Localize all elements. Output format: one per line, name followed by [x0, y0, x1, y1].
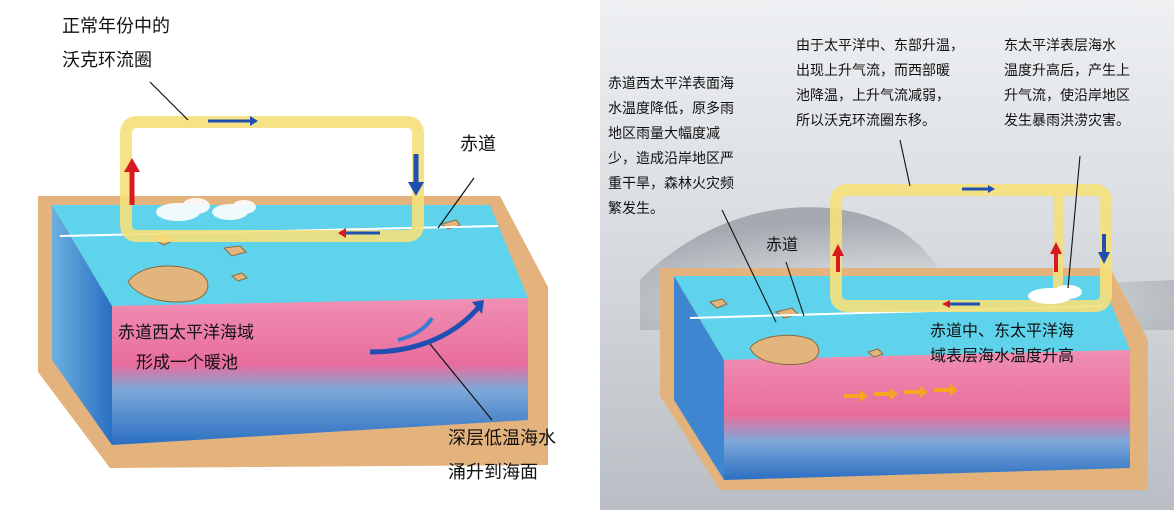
westward-lower-arrow-icon: [338, 228, 380, 238]
leader-line: [437, 177, 475, 229]
eastward-upper-arrow-icon: [208, 116, 258, 126]
el-nino-diagram: 赤道西太平洋表面海 水温度降低，原多雨 地区雨量大幅度减 少，造成沿岸地区严 重…: [600, 0, 1174, 510]
warm-pool-label: 赤道西太平洋海域 形成一个暖池: [118, 318, 254, 378]
walker-callout-line: 正常年份中的: [62, 16, 170, 37]
warming-line: 域表层海水温度升高: [930, 346, 1075, 365]
note-line: 温度升高后，产生上: [1004, 63, 1130, 79]
island: [230, 272, 248, 282]
sinking-air-arrow-icon: [1098, 234, 1110, 264]
rising-air-arrow-icon: [832, 244, 844, 272]
rising-air-arrow-icon: [1050, 242, 1062, 272]
warm-pool-layer: [112, 298, 528, 445]
west-pacific-note: 赤道西太平洋表面海 水温度降低，原多雨 地区雨量大幅度减 少，造成沿岸地区严 重…: [608, 72, 734, 222]
side-face: [52, 205, 112, 445]
note-line: 繁发生。: [608, 201, 664, 217]
shifted-walker-loop: [830, 184, 1112, 312]
leader-line: [899, 139, 911, 187]
upwelling-label: 深层低温海水 涌升到海面: [448, 422, 556, 490]
leader-line: [149, 81, 189, 121]
east-pacific-note: 东太平洋表层海水 温度升高后，产生上 升气流，使沿岸地区 发生暴雨洪涝灾害。: [1004, 34, 1130, 134]
australia-land: [127, 265, 209, 303]
note-line: 少，造成沿岸地区严: [608, 151, 734, 167]
leader-line: [1067, 155, 1081, 289]
upwelling-arrow-icon: [369, 306, 480, 355]
warming-label: 赤道中、东太平洋海 域表层海水温度升高: [930, 318, 1074, 368]
note-line: 地区雨量大幅度减: [608, 126, 720, 142]
island: [222, 245, 247, 257]
warm-pool-line: 形成一个暖池: [136, 353, 238, 373]
walker-circulation-loop: [120, 116, 424, 242]
normal-year-diagram: 正常年份中的 沃克环流圈 赤道 赤道西太平洋海域 形成一个暖池 深层低温海水 涌…: [38, 10, 556, 490]
australia-land: [749, 334, 820, 365]
warm-layer: [724, 350, 1130, 480]
el-nino-block: [640, 139, 1174, 490]
walker-callout-line: 沃克环流圈: [62, 50, 152, 71]
normal-year-block: [38, 81, 548, 468]
warm-current-arrows-icon: [844, 384, 958, 402]
note-line: 水温度降低，原多雨: [608, 101, 734, 117]
warming-line: 赤道中、东太平洋海: [930, 321, 1075, 340]
upwelling-arrowhead-icon: [472, 300, 484, 314]
note-line: 出现上升气流，而西部暖: [796, 63, 950, 79]
westward-lower-arrow-icon: [942, 300, 980, 308]
note-line: 升气流，使沿岸地区: [1004, 88, 1130, 104]
note-line: 发生暴雨洪涝灾害。: [1004, 113, 1130, 129]
island: [866, 348, 884, 358]
storm-cloud-icon: [1028, 285, 1082, 304]
side-face: [674, 276, 724, 480]
upwelling-arrow-icon: [397, 316, 434, 342]
note-line: 东太平洋表层海水: [1004, 38, 1116, 54]
note-line: 池降温，上升气流减弱，: [796, 88, 950, 104]
leader-line: [429, 343, 493, 421]
cloud-icon: [156, 198, 256, 221]
eastward-upper-arrow-icon: [962, 185, 995, 193]
note-line: 由于太平洋中、东部升温，: [796, 38, 964, 54]
island: [708, 298, 728, 309]
upwelling-line: 深层低温海水: [448, 428, 556, 449]
equator-label: 赤道: [460, 134, 496, 155]
leader-line: [721, 209, 777, 323]
note-line: 所以沃克环流圈东移。: [796, 113, 936, 129]
warm-pool-line: 赤道西太平洋海域: [118, 323, 254, 343]
walker-callout: 正常年份中的 沃克环流圈: [62, 10, 170, 78]
upwelling-line: 涌升到海面: [448, 462, 538, 483]
equator-label: 赤道: [766, 235, 799, 254]
walker-shift-note: 由于太平洋中、东部升温， 出现上升气流，而西部暖 池降温，上升气流减弱， 所以沃…: [796, 34, 964, 134]
rising-air-arrow-icon: [124, 158, 140, 205]
note-line: 赤道西太平洋表面海: [608, 76, 734, 92]
sinking-air-arrow-icon: [408, 154, 424, 196]
note-line: 重干旱，森林火灾频: [608, 176, 734, 192]
leader-line: [785, 261, 805, 317]
